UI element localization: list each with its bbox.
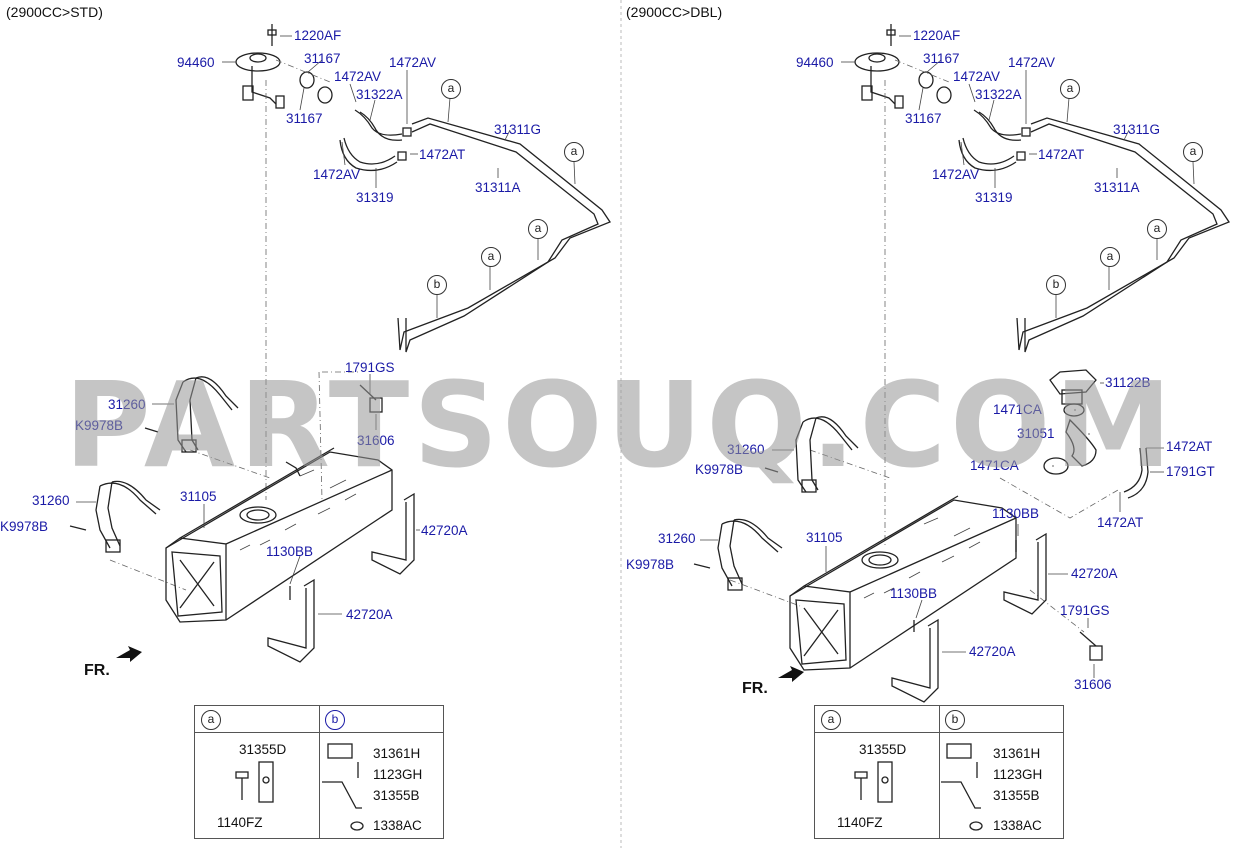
legend-part[interactable]: 1123GH <box>993 767 1043 782</box>
clip-marker: b <box>427 275 447 295</box>
part-callout[interactable]: 31319 <box>356 190 394 205</box>
part-callout[interactable]: 31260 <box>32 493 70 508</box>
part-callout[interactable]: 31311G <box>1113 122 1161 137</box>
panel-title: (2900CC>STD) <box>6 4 103 20</box>
panel-dbl: (2900CC>DBL) 1220AF 94460 31167 31167 14… <box>620 0 1240 848</box>
legend-part[interactable]: 1338AC <box>993 818 1042 833</box>
clip-marker: a <box>441 79 461 99</box>
clip-marker: a <box>564 142 584 162</box>
clip-marker: a <box>1147 219 1167 239</box>
part-callout[interactable]: 1472AV <box>313 167 361 182</box>
legend-part[interactable]: 31361H <box>373 746 421 761</box>
part-callout[interactable]: K9978B <box>626 557 675 572</box>
part-callout[interactable]: 1220AF <box>294 28 342 43</box>
part-callout[interactable]: 1471CA <box>993 402 1042 417</box>
part-callout[interactable]: 31105 <box>180 489 217 504</box>
right-drawing <box>693 24 1230 703</box>
part-callout[interactable]: 31322A <box>356 87 403 102</box>
part-callout[interactable]: 31105 <box>806 530 843 545</box>
part-callout[interactable]: 31167 <box>286 111 323 126</box>
clip-legend-table: a b 31355D 1140FZ 31361H 1123GH 31355B 1… <box>194 705 444 839</box>
part-callout[interactable]: K9978B <box>75 418 124 433</box>
part-callout[interactable]: 31606 <box>1074 677 1112 692</box>
part-callout[interactable]: 31311A <box>475 180 521 195</box>
part-callout[interactable]: 1791GT <box>1166 464 1215 479</box>
clip-marker: a <box>1100 247 1120 267</box>
legend-header-b: b <box>325 710 345 730</box>
part-callout[interactable]: 31051 <box>1017 426 1055 441</box>
legend-header-b: b <box>945 710 965 730</box>
part-callout[interactable]: 1791GS <box>1060 603 1110 618</box>
part-callout[interactable]: 1472AV <box>932 167 980 182</box>
part-callout[interactable]: 1472AV <box>389 55 437 70</box>
part-callout[interactable]: 1130BB <box>992 506 1040 521</box>
panel-title: (2900CC>DBL) <box>626 4 723 20</box>
legend-part[interactable]: 1338AC <box>373 818 422 833</box>
part-callout[interactable]: 31167 <box>304 51 341 66</box>
legend-part[interactable]: 31355D <box>859 742 907 757</box>
part-callout[interactable]: 31322A <box>975 87 1022 102</box>
legend-part[interactable]: 31361H <box>993 746 1041 761</box>
legend-part[interactable]: 31355B <box>373 788 420 803</box>
front-direction-label: FR. <box>84 662 110 679</box>
part-callout[interactable]: 1130BB <box>890 586 938 601</box>
part-callout[interactable]: 31122B <box>1105 375 1151 390</box>
clip-legend-table: a b 31355D 1140FZ 31361H 1123GH 31355B 1… <box>814 705 1064 839</box>
legend-part[interactable]: 1123GH <box>373 767 423 782</box>
front-direction-label: FR. <box>742 680 768 697</box>
part-callout[interactable]: 31319 <box>975 190 1013 205</box>
panel-std: (2900CC>STD) 1220AF 94460 31167 31167 14… <box>0 4 584 839</box>
part-callout[interactable]: K9978B <box>0 519 49 534</box>
part-callout[interactable]: 31260 <box>727 442 765 457</box>
part-callout[interactable]: 1471CA <box>970 458 1019 473</box>
legend-part[interactable]: 31355D <box>239 742 287 757</box>
part-callout[interactable]: 31167 <box>923 51 960 66</box>
left-drawing <box>69 24 611 663</box>
part-callout[interactable]: 31311A <box>1094 180 1140 195</box>
clip-marker: a <box>481 247 501 267</box>
part-callout[interactable]: 42720A <box>969 644 1016 659</box>
legend-sketches <box>235 743 983 831</box>
part-callout[interactable]: 31260 <box>658 531 696 546</box>
clip-marker: a <box>528 219 548 239</box>
legend-part[interactable]: 1140FZ <box>837 815 883 830</box>
part-callout[interactable]: 42720A <box>1071 566 1118 581</box>
part-callout[interactable]: 1791GS <box>345 360 395 375</box>
legend-part[interactable]: 31355B <box>993 788 1040 803</box>
part-callout[interactable]: 1472AT <box>419 147 466 162</box>
part-callout[interactable]: K9978B <box>695 462 744 477</box>
part-callout[interactable]: 1472AV <box>334 69 382 84</box>
part-callout[interactable]: 1472AV <box>953 69 1001 84</box>
part-callout[interactable]: 94460 <box>177 55 215 70</box>
part-callout[interactable]: 31260 <box>108 397 146 412</box>
part-callout[interactable]: 31606 <box>357 433 395 448</box>
part-callout[interactable]: 1472AT <box>1097 515 1144 530</box>
legend-header-a: a <box>201 710 221 730</box>
part-callout[interactable]: 1472AT <box>1166 439 1213 454</box>
clip-marker: b <box>1046 275 1066 295</box>
part-callout[interactable]: 1472AV <box>1008 55 1056 70</box>
part-callout[interactable]: 31167 <box>905 111 942 126</box>
part-callout[interactable]: 94460 <box>796 55 834 70</box>
legend-part[interactable]: 1140FZ <box>217 815 263 830</box>
clip-marker: a <box>1060 79 1080 99</box>
part-callout[interactable]: 42720A <box>421 523 468 538</box>
part-callout[interactable]: 42720A <box>346 607 393 622</box>
part-callout[interactable]: 1220AF <box>913 28 961 43</box>
legend-header-a: a <box>821 710 841 730</box>
part-callout[interactable]: 1130BB <box>266 544 314 559</box>
clip-marker: a <box>1183 142 1203 162</box>
part-callout[interactable]: 1472AT <box>1038 147 1085 162</box>
part-callout[interactable]: 31311G <box>494 122 542 137</box>
